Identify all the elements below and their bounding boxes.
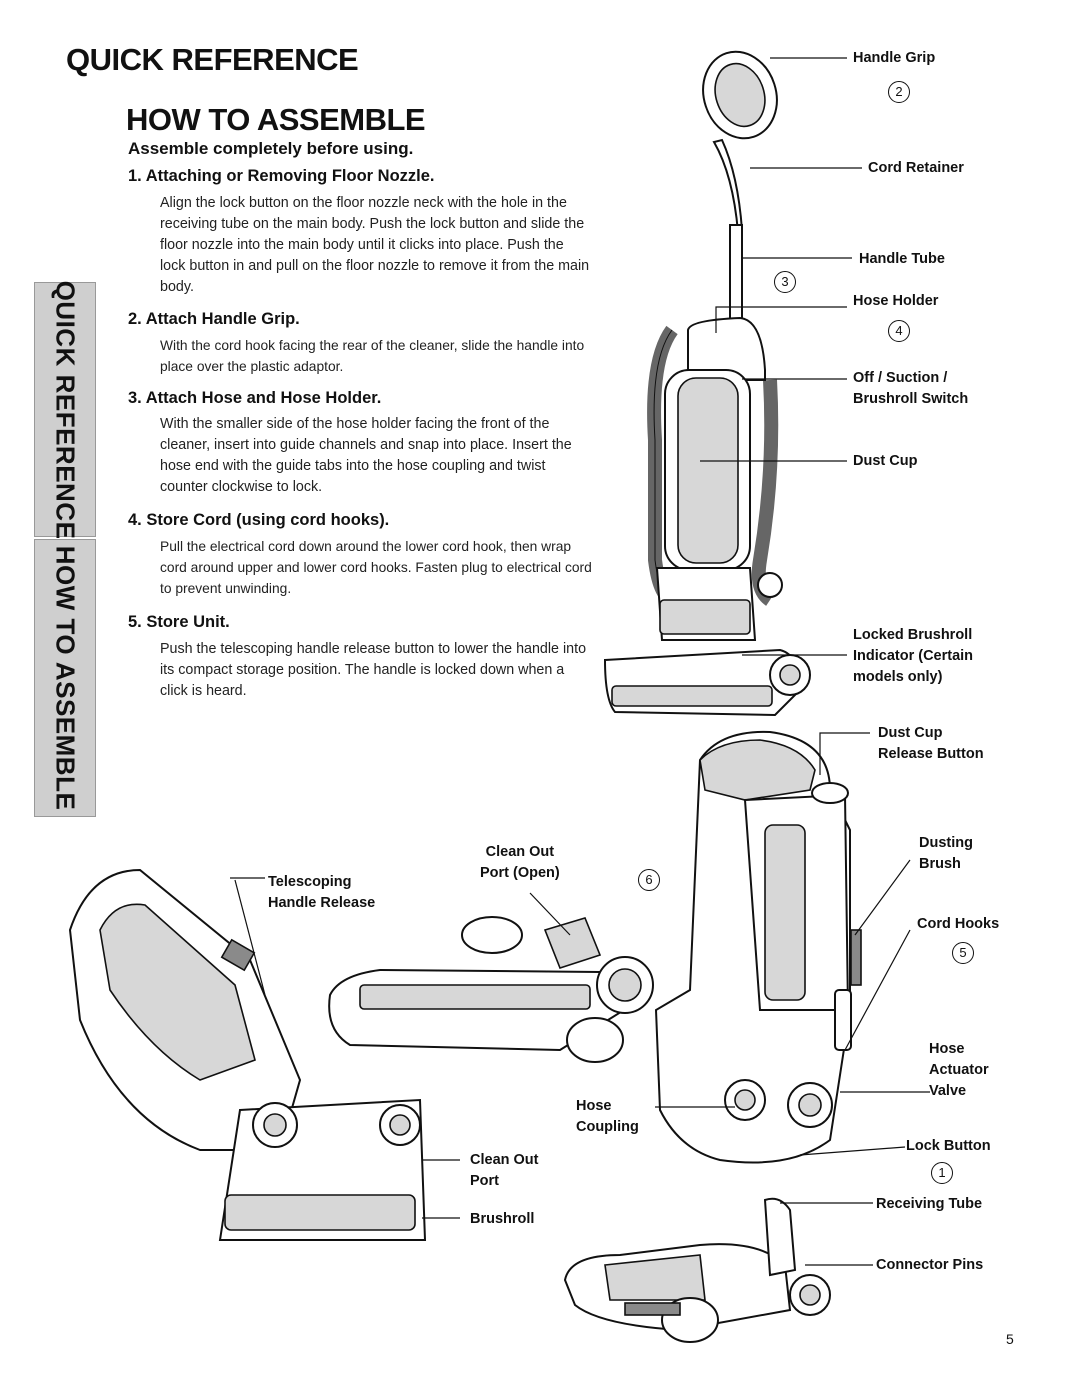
label-line: Coupling — [576, 1119, 639, 1135]
label-handle-tube: Handle Tube — [859, 251, 945, 267]
side-tab-quick-reference: QUICK REFERENCE — [34, 280, 96, 539]
step-2-text: With the cord hook facing the rear of th… — [160, 338, 585, 374]
label-handle-grip: Handle Grip — [853, 50, 936, 66]
label-line: Port — [470, 1173, 499, 1189]
label-line: Telescoping — [268, 874, 352, 890]
label-line: Indicator (Certain — [853, 648, 974, 664]
label-cord-retainer: Cord Retainer — [868, 160, 964, 176]
label-receiving-tube: Receiving Tube — [876, 1196, 983, 1212]
step-4-text: Pull the electrical cord down around the… — [160, 539, 592, 596]
label-line: Off / Suction / — [853, 370, 948, 386]
step-5-title: 5. Store Unit. — [128, 613, 230, 631]
label-line: Hose — [576, 1098, 612, 1114]
label-line: Dust Cup — [878, 725, 943, 741]
label-clean-out-port: Clean Out Port — [470, 1150, 538, 1192]
label-line: Hose — [929, 1041, 965, 1057]
side-tab-how-to-assemble: HOW TO ASSEMBLE — [34, 539, 96, 817]
label-line: Clean Out — [470, 1152, 539, 1168]
label-line: Clean Out — [485, 844, 555, 860]
step-5-text: Push the telescoping handle release butt… — [160, 641, 587, 699]
label-dusting-brush: Dusting Brush — [919, 833, 973, 875]
label-line: Dusting — [919, 835, 973, 851]
step-1-title: 1. Attaching or Removing Floor Nozzle. — [128, 167, 435, 185]
callout-3: 3 — [774, 271, 796, 293]
section-title: HOW TO ASSEMBLE — [126, 102, 426, 137]
label-brushroll: Brushroll — [470, 1211, 535, 1227]
page-number: 5 — [1006, 1331, 1014, 1347]
assemble-note: Assemble completely before using. — [128, 139, 414, 158]
callout-6: 6 — [638, 869, 660, 891]
step-1-text: Align the lock button on the floor nozzl… — [160, 195, 590, 295]
reclined-vacuum-illustration — [68, 868, 427, 1241]
callout-1: 1 — [931, 1162, 953, 1184]
label-line: Actuator — [929, 1062, 989, 1078]
label-hose-actuator-valve: Hose Actuator Valve — [929, 1039, 989, 1102]
callout-5: 5 — [952, 942, 974, 964]
label-telescoping-handle-release: Telescoping Handle Release — [268, 872, 375, 914]
label-off-suction-switch: Off / Suction / Brushroll Switch — [853, 368, 968, 410]
label-connector-pins: Connector Pins — [876, 1257, 984, 1273]
page-title: QUICK REFERENCE — [66, 42, 359, 77]
label-locked-brushroll-indicator: Locked Brushroll Indicator (Certain mode… — [853, 625, 973, 688]
step-2-title: 2. Attach Handle Grip. — [128, 310, 300, 328]
label-lock-button: Lock Button — [906, 1138, 991, 1154]
label-line: Release Button — [878, 746, 984, 762]
leader-lines — [230, 57, 930, 1266]
nozzle-bottom-illustration — [328, 916, 654, 1063]
label-line: Port (Open) — [480, 865, 560, 881]
label-line: Handle Release — [268, 895, 376, 911]
label-line: models only) — [853, 669, 943, 685]
label-dust-cup-release-button: Dust Cup Release Button — [878, 723, 984, 765]
step-4-title: 4. Store Cord (using cord hooks). — [128, 511, 390, 529]
label-dust-cup: Dust Cup — [853, 453, 918, 469]
label-hose-coupling: Hose Coupling — [576, 1096, 639, 1138]
step-3-title: 3. Attach Hose and Hose Holder. — [128, 389, 382, 407]
callout-4: 4 — [888, 320, 910, 342]
label-clean-out-port-open: Clean Out Port (Open) — [480, 842, 560, 884]
upright-vacuum-illustration — [603, 50, 811, 717]
rear-vacuum-illustration — [654, 730, 862, 1164]
label-line: Brush — [919, 856, 961, 872]
label-cord-hooks: Cord Hooks — [917, 916, 1000, 932]
step-3-text: With the smaller side of the hose holder… — [160, 416, 572, 495]
floor-nozzle-illustration — [563, 1197, 831, 1343]
callout-2: 2 — [888, 81, 910, 103]
label-hose-holder: Hose Holder — [853, 293, 939, 309]
label-line: Valve — [929, 1083, 967, 1099]
label-line: Brushroll Switch — [853, 391, 969, 407]
label-line: Locked Brushroll — [853, 627, 973, 643]
